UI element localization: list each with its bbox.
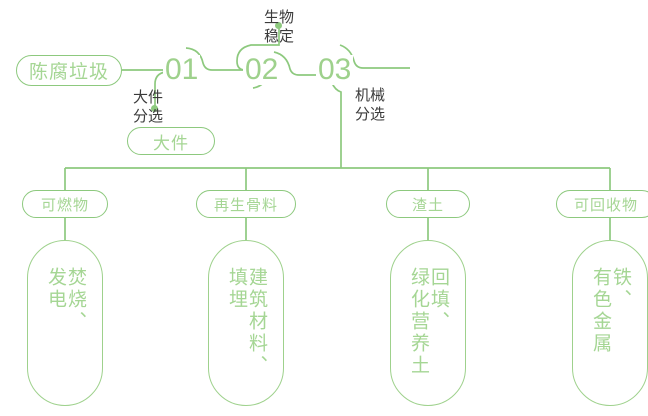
branch-box-2-col-2: 填埋 <box>226 267 247 311</box>
branch-box-2[interactable]: 建筑材料、 填埋 <box>208 240 284 406</box>
branch-box-3[interactable]: 回填、 绿化营养土 <box>390 240 466 406</box>
wire-step3-bus-drop <box>315 74 342 168</box>
branch-pill-3[interactable]: 渣土 <box>386 190 470 218</box>
branch-pill-1-label: 可燃物 <box>40 196 89 214</box>
bio-stem-dot <box>275 22 282 29</box>
branch-box-4-col-1: 铁、 <box>609 267 631 311</box>
annotation-step-01: 大件 分选 <box>133 89 164 126</box>
branch-pill-3-label: 渣土 <box>411 196 444 214</box>
node-source-label: 陈腐垃圾 <box>28 62 109 83</box>
branch-pill-2-label: 再生骨料 <box>213 196 278 214</box>
branch-box-2-col-1: 建筑材料、 <box>245 267 267 377</box>
bulky-stem-dot <box>151 105 158 112</box>
branch-box-1[interactable]: 焚烧、 发电 <box>27 240 103 406</box>
annotation-step-02: 生物 稳定 <box>264 9 295 46</box>
branch-box-1-col-2: 发电 <box>45 267 66 311</box>
step-number-02[interactable]: 02 <box>243 53 281 86</box>
branch-box-1-col-1: 焚烧、 <box>64 267 86 333</box>
node-source[interactable]: 陈腐垃圾 <box>16 55 122 86</box>
branch-pill-4[interactable]: 可回收物 <box>556 190 648 218</box>
step-number-03[interactable]: 03 <box>316 53 354 86</box>
branch-pill-2[interactable]: 再生骨料 <box>196 190 296 218</box>
branch-box-3-col-2: 绿化营养土 <box>408 267 429 377</box>
node-output-bulky-label: 大件 <box>153 133 189 153</box>
branch-pill-4-label: 可回收物 <box>573 196 638 214</box>
branch-box-4[interactable]: 铁、 有色金属 <box>572 240 648 406</box>
branch-box-4-col-2: 有色金属 <box>590 267 611 355</box>
step-number-01[interactable]: 01 <box>163 53 201 86</box>
branch-pill-1[interactable]: 可燃物 <box>22 190 108 218</box>
node-output-bulky[interactable]: 大件 <box>127 127 215 155</box>
branch-box-3-col-1: 回填、 <box>427 267 449 333</box>
annotation-step-03: 机械 分选 <box>355 87 386 124</box>
